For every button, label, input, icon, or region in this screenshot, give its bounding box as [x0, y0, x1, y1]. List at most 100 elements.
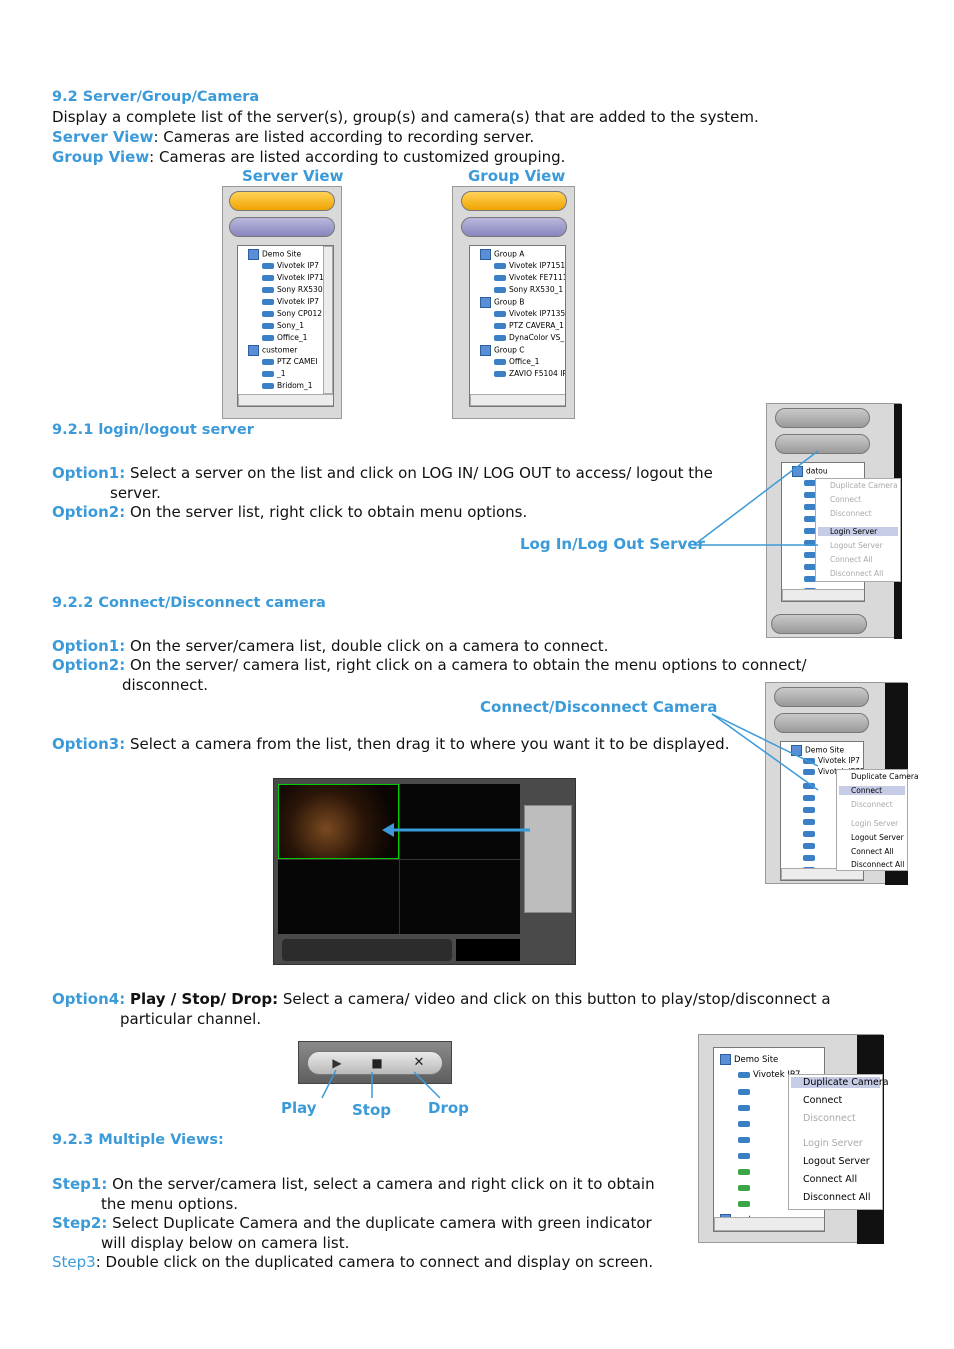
- view-toggle-bar[interactable]: [461, 191, 567, 211]
- camera-item[interactable]: Vivotek IP7: [262, 261, 319, 270]
- camera-item[interactable]: Bridom_1: [262, 381, 313, 390]
- camera-item[interactable]: Vivotek IP7135_1: [494, 309, 565, 318]
- camera-item[interactable]: PTZ CAVERA_1: [494, 321, 564, 330]
- camera-item[interactable]: Sony RX530_1: [494, 285, 563, 294]
- menu-item-login-server[interactable]: Login Server: [851, 819, 899, 828]
- play-stop-drop-bar: ▶ ■ ✕: [298, 1041, 452, 1084]
- menu-item-connect-all[interactable]: Connect All: [830, 555, 873, 564]
- connect-option1: Option1: On the server/camera list, doub…: [52, 637, 608, 655]
- menu-item-disconnect[interactable]: Disconnect: [803, 1113, 856, 1124]
- bottom-control-bar[interactable]: [771, 614, 867, 634]
- horizontal-scrollbar[interactable]: [238, 394, 333, 406]
- camera-item[interactable]: Sony RX530: [262, 285, 323, 294]
- menu-item-connect[interactable]: Connect: [839, 786, 905, 795]
- vertical-scrollbar[interactable]: [323, 246, 333, 394]
- camera-item[interactable]: Vivotek IP71: [262, 273, 324, 282]
- connect-callout-label: Connect/Disconnect Camera: [480, 698, 718, 716]
- group-item[interactable]: Group C: [480, 345, 524, 356]
- group-item[interactable]: Group B: [480, 297, 524, 308]
- menu-item-login-server[interactable]: Login Server: [818, 527, 898, 536]
- menu-item-connect-all[interactable]: Connect All: [851, 847, 894, 856]
- menu-item-login-server[interactable]: Login Server: [803, 1138, 863, 1149]
- camera-icon: [494, 263, 506, 269]
- menu-item-duplicate-camera[interactable]: Duplicate Camera: [791, 1077, 889, 1088]
- option-label: Option3:: [52, 735, 126, 753]
- login-logout-bar[interactable]: [775, 434, 870, 454]
- login-logout-bar[interactable]: [461, 217, 567, 237]
- option-label: Option1:: [52, 464, 126, 482]
- login-logout-bar[interactable]: [774, 713, 869, 733]
- play-stop-drop-cont: particular channel.: [120, 1010, 262, 1028]
- camera-icon: [262, 371, 274, 377]
- camera-item[interactable]: Vivotek IP7: [803, 756, 860, 765]
- camera-icon: [803, 831, 815, 837]
- status-display: [456, 939, 520, 961]
- play-icon: ▶: [332, 1056, 342, 1070]
- group-item[interactable]: Group A: [480, 249, 524, 260]
- horizontal-scrollbar[interactable]: [782, 589, 864, 601]
- view-toggle-bar[interactable]: [229, 191, 335, 211]
- menu-item-connect-all[interactable]: Connect All: [803, 1174, 858, 1185]
- stop-button[interactable]: ■: [362, 1056, 392, 1071]
- camera-item[interactable]: Sony CP012: [262, 309, 322, 318]
- server-item[interactable]: Demo Site: [720, 1054, 778, 1065]
- menu-item-logout-server[interactable]: Logout Server: [830, 541, 883, 550]
- menu-item-logout-server[interactable]: Logout Server: [851, 833, 904, 842]
- item-label: PTZ CAVERA_1: [509, 321, 564, 330]
- server-item[interactable]: Demo Site: [248, 249, 301, 260]
- button-group: ▶ ■ ✕: [307, 1051, 443, 1075]
- horizontal-scrollbar[interactable]: [470, 394, 565, 406]
- camera-item[interactable]: Office_1: [494, 357, 539, 366]
- video-channel-1[interactable]: [278, 784, 399, 859]
- menu-item-disconnect-all[interactable]: Disconnect All: [851, 860, 905, 869]
- layout-toolbar[interactable]: [282, 939, 452, 961]
- menu-item-duplicate-camera[interactable]: Duplicate Camera: [830, 481, 898, 490]
- menu-item-connect[interactable]: Connect: [803, 1095, 843, 1106]
- camera-icon: [803, 783, 815, 789]
- group-view-term: Group View: [52, 148, 150, 166]
- camera-item[interactable]: Vivotek IP7: [738, 1070, 800, 1080]
- menu-item-disconnect[interactable]: Disconnect: [830, 509, 872, 518]
- menu-item-disconnect[interactable]: Disconnect: [851, 800, 893, 809]
- horizontal-scrollbar[interactable]: [781, 868, 863, 880]
- item-label: Vivotek IP7: [753, 1070, 801, 1080]
- section-heading-9-2-1: 9.2.1 login/logout server: [52, 422, 254, 438]
- server-item[interactable]: datou: [792, 466, 828, 477]
- item-label: Office_1: [509, 357, 540, 366]
- mini-camera-panel[interactable]: [524, 805, 572, 913]
- menu-item-disconnect-all[interactable]: Disconnect All: [803, 1192, 871, 1203]
- camera-item[interactable]: Office_1: [262, 333, 307, 342]
- group-view-line: Group View: Cameras are listed according…: [52, 148, 565, 166]
- camera-item[interactable]: _1: [262, 369, 286, 378]
- view-toggle-bar[interactable]: [775, 408, 870, 428]
- camera-item[interactable]: PTZ CAMEI: [262, 357, 317, 366]
- camera-icon: [262, 323, 274, 329]
- server-item[interactable]: customer: [248, 345, 297, 356]
- horizontal-scrollbar[interactable]: [714, 1217, 824, 1231]
- camera-icon: [803, 843, 815, 849]
- camera-icon: [262, 299, 274, 305]
- menu-item-connect[interactable]: Connect: [830, 495, 862, 504]
- camera-item[interactable]: Vivotek IP7151_1: [494, 261, 565, 270]
- group-view-text: : Cameras are listed according to custom…: [149, 148, 566, 166]
- drop-button[interactable]: ✕: [404, 1055, 434, 1070]
- video-grid[interactable]: [278, 784, 520, 934]
- camera-item[interactable]: DynaColor VS_1: [494, 333, 565, 342]
- login-logout-bar[interactable]: [229, 217, 335, 237]
- server-item[interactable]: Demo Site: [791, 745, 844, 756]
- camera-item[interactable]: Sony_1: [262, 321, 304, 330]
- play-button[interactable]: ▶: [322, 1056, 352, 1071]
- camera-item[interactable]: Vivotek FE7111_1: [494, 273, 565, 282]
- menu-item-logout-server[interactable]: Logout Server: [803, 1156, 870, 1167]
- camera-item[interactable]: Vivotek IP7: [262, 297, 319, 306]
- menu-item-duplicate-camera[interactable]: Duplicate Camera: [851, 772, 919, 781]
- view-toggle-bar[interactable]: [774, 687, 869, 707]
- camera-item[interactable]: ZAVIO F5104 IR2: [494, 369, 565, 378]
- menu-item-disconnect-all[interactable]: Disconnect All: [830, 569, 884, 578]
